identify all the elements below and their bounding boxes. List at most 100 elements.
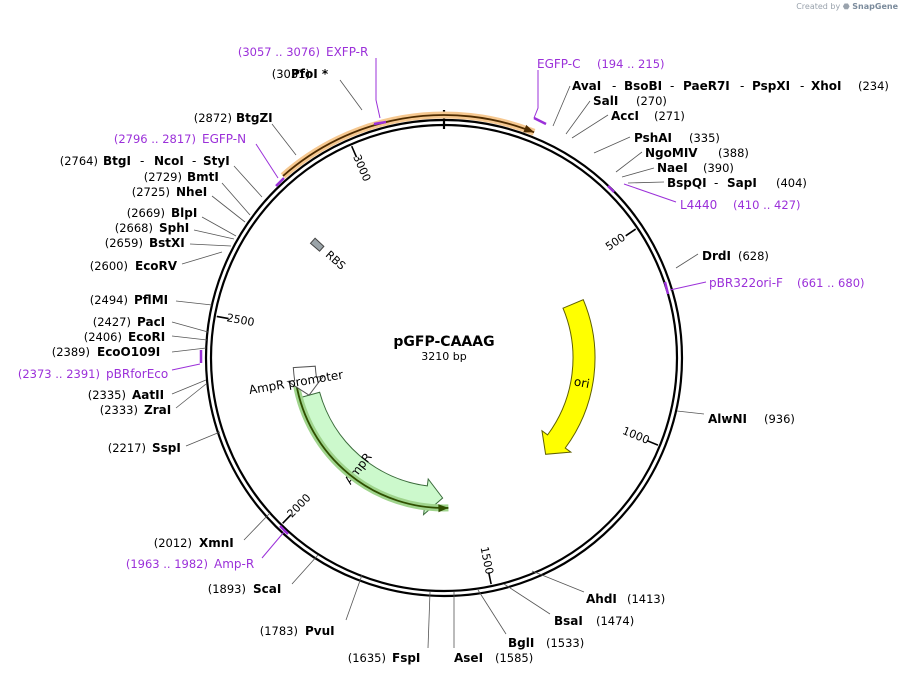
site-zrai[interactable]: (2333) ZraI <box>100 383 207 417</box>
primer-egfp-c[interactable]: EGFP-C (194 .. 215) <box>533 57 665 126</box>
site-naei[interactable]: NaeI (390) <box>621 161 734 178</box>
site-btgi[interactable]: (2764) BtgI - NcoI - StyI <box>60 154 263 198</box>
rbs-feature[interactable] <box>309 237 325 252</box>
feature-0-arrowhead <box>523 124 535 133</box>
site-pshai[interactable]: PshAI (335) <box>593 131 720 154</box>
site-bgli[interactable]: BglI (1533) <box>477 589 584 650</box>
site-avai[interactable]: AvaI - BsoBI - PaeR7I - PspXI - XhoI (23… <box>552 79 889 127</box>
site-pflmi[interactable]: (2494) PflMI <box>90 293 213 307</box>
site-avai-name: AvaI <box>572 79 601 93</box>
site-xmni[interactable]: (2012) XmnI <box>154 512 271 550</box>
site-pflmi-name: PflMI <box>134 293 168 307</box>
site-scai[interactable]: (1893) ScaI <box>208 554 319 596</box>
tick-mark-2000 <box>282 514 292 524</box>
ampr-promoter-feature[interactable] <box>286 365 325 396</box>
site-sspi-name: SspI <box>152 441 181 455</box>
site-bstxi[interactable]: (2659) BstXI <box>105 236 232 250</box>
site-bspqi[interactable]: BspQI - SapI (404) <box>627 176 807 190</box>
svg-text:-: - <box>192 154 196 168</box>
primer-egfp-n-range: (2796 .. 2817) <box>114 132 196 146</box>
primer-l4440-range: (410 .. 427) <box>733 198 801 212</box>
feature-0-halo <box>280 111 536 179</box>
site-bsai-pos: (1474) <box>596 614 634 628</box>
ampr-feature[interactable] <box>297 391 444 516</box>
site-bmti-pos: (2729) <box>144 170 182 184</box>
site-bspqi-name: BspQI <box>667 176 707 190</box>
site-fspi[interactable]: (1635) FspI <box>348 591 431 665</box>
primer-pbr322ori-f-name: pBR322ori-F <box>709 276 783 290</box>
site-ngomiv[interactable]: NgoMIV (388) <box>615 146 749 173</box>
site-zrai-name: ZraI <box>144 403 171 417</box>
primer-egfp-n-name: EGFP-N <box>202 132 246 146</box>
site-ecoo109i-name: EcoO109I <box>97 345 160 359</box>
site-pvui[interactable]: (1783) PvuI <box>260 574 363 638</box>
site-nhei[interactable]: (2725) NheI <box>132 185 246 223</box>
site-bstxi-pos: (2659) <box>105 236 143 250</box>
site-aatii[interactable]: (2335) AatII <box>88 379 207 402</box>
tick-label-500: 500 <box>603 231 628 254</box>
ori-feature[interactable] <box>541 299 596 455</box>
site-sspi[interactable]: (2217) SspI <box>108 431 221 455</box>
site-btgzi-name: BtgZI <box>236 111 273 125</box>
site-drdi-pos: (628) <box>738 249 769 263</box>
site-paci-pos: (2427) <box>93 315 131 329</box>
site-sali-name: SalI <box>593 94 618 108</box>
primer-pbrforeco[interactable]: (2373 .. 2391) pBRforEco <box>18 350 203 381</box>
site-blpi-name: BlpI <box>171 206 197 220</box>
site-ecoo109i[interactable]: (2389) EcoO109I <box>52 345 207 359</box>
site-ecorv[interactable]: (2600) EcoRV <box>90 251 223 273</box>
site-xmni-pos: (2012) <box>154 536 192 550</box>
site-acci-pos: (271) <box>654 109 685 123</box>
site-pflmi-pos: (2494) <box>90 293 128 307</box>
site-bspqi-pos: (404) <box>776 176 807 190</box>
site-acci[interactable]: AccI (271) <box>571 109 685 139</box>
site-ahdi[interactable]: AhdI (1413) <box>531 570 665 606</box>
primer-l4440[interactable]: L4440 (410 .. 427) <box>607 183 801 212</box>
tick-mark-3000 <box>350 145 358 158</box>
site-btgzi[interactable]: (2872) BtgZI <box>194 111 297 156</box>
site-sali[interactable]: SalI (270) <box>565 94 667 135</box>
site-ecori[interactable]: (2406) EcoRI <box>84 330 208 344</box>
site-pfoi[interactable]: (3031) PfoI * <box>272 67 363 111</box>
primer-exfp-r[interactable]: (3057 .. 3076) EXFP-R <box>238 45 387 126</box>
site-bsai[interactable]: BsaI (1474) <box>503 583 634 628</box>
site-sapi-name: SapI <box>727 176 757 190</box>
site-blpi-pos: (2669) <box>127 206 165 220</box>
site-paci[interactable]: (2427) PacI <box>93 315 209 333</box>
ori-label: ori <box>573 374 591 391</box>
site-bmti-name: BmtI <box>187 170 219 184</box>
snapgene-watermark: Created by ⬣ SnapGene <box>796 2 898 11</box>
site-fspi-pos: (1635) <box>348 651 386 665</box>
primer-amp-r-range: (1963 .. 1982) <box>126 557 208 571</box>
site-btgi-pos: (2764) <box>60 154 98 168</box>
site-asei[interactable]: AseI (1585) <box>453 592 533 665</box>
site-ecorv-name: EcoRV <box>135 259 178 273</box>
primer-pbr322ori-f[interactable]: pBR322ori-F (661 .. 680) <box>663 276 865 295</box>
primer-egfp-n[interactable]: (2796 .. 2817) EGFP-N <box>114 132 285 187</box>
site-ahdi-name: AhdI <box>586 592 617 606</box>
tick-mark-1500 <box>487 572 492 585</box>
site-alwni[interactable]: AlwNI (936) <box>676 410 795 426</box>
site-pvui-name: PvuI <box>305 624 335 638</box>
feature-0-arc[interactable] <box>282 114 535 177</box>
site-sphi[interactable]: (2668) SphI <box>115 221 235 240</box>
site-fspi-name: FspI <box>392 651 420 665</box>
snapgene-logo-icon: ⬣ <box>842 2 850 11</box>
site-paci-name: PacI <box>137 315 165 329</box>
primer-exfp-r-name: EXFP-R <box>326 45 368 59</box>
site-bsobi-name: BsoBI <box>624 79 662 93</box>
primer-amp-r[interactable]: (1963 .. 1982) Amp-R <box>126 525 289 571</box>
site-bmti[interactable]: (2729) BmtI <box>144 170 251 216</box>
tick-label-2000: 2000 <box>285 491 314 520</box>
site-drdi[interactable]: DrdI (628) <box>675 249 769 269</box>
site-ncoi-name: NcoI <box>154 154 184 168</box>
feature-3-arc[interactable] <box>295 383 449 509</box>
primer-l4440-name: L4440 <box>680 198 717 212</box>
svg-text:-: - <box>670 79 674 93</box>
site-sspi-pos: (2217) <box>108 441 146 455</box>
site-pfoi-name: PfoI * <box>291 67 329 81</box>
feature-3-arrowhead <box>438 504 449 513</box>
site-blpi[interactable]: (2669) BlpI <box>127 206 237 237</box>
